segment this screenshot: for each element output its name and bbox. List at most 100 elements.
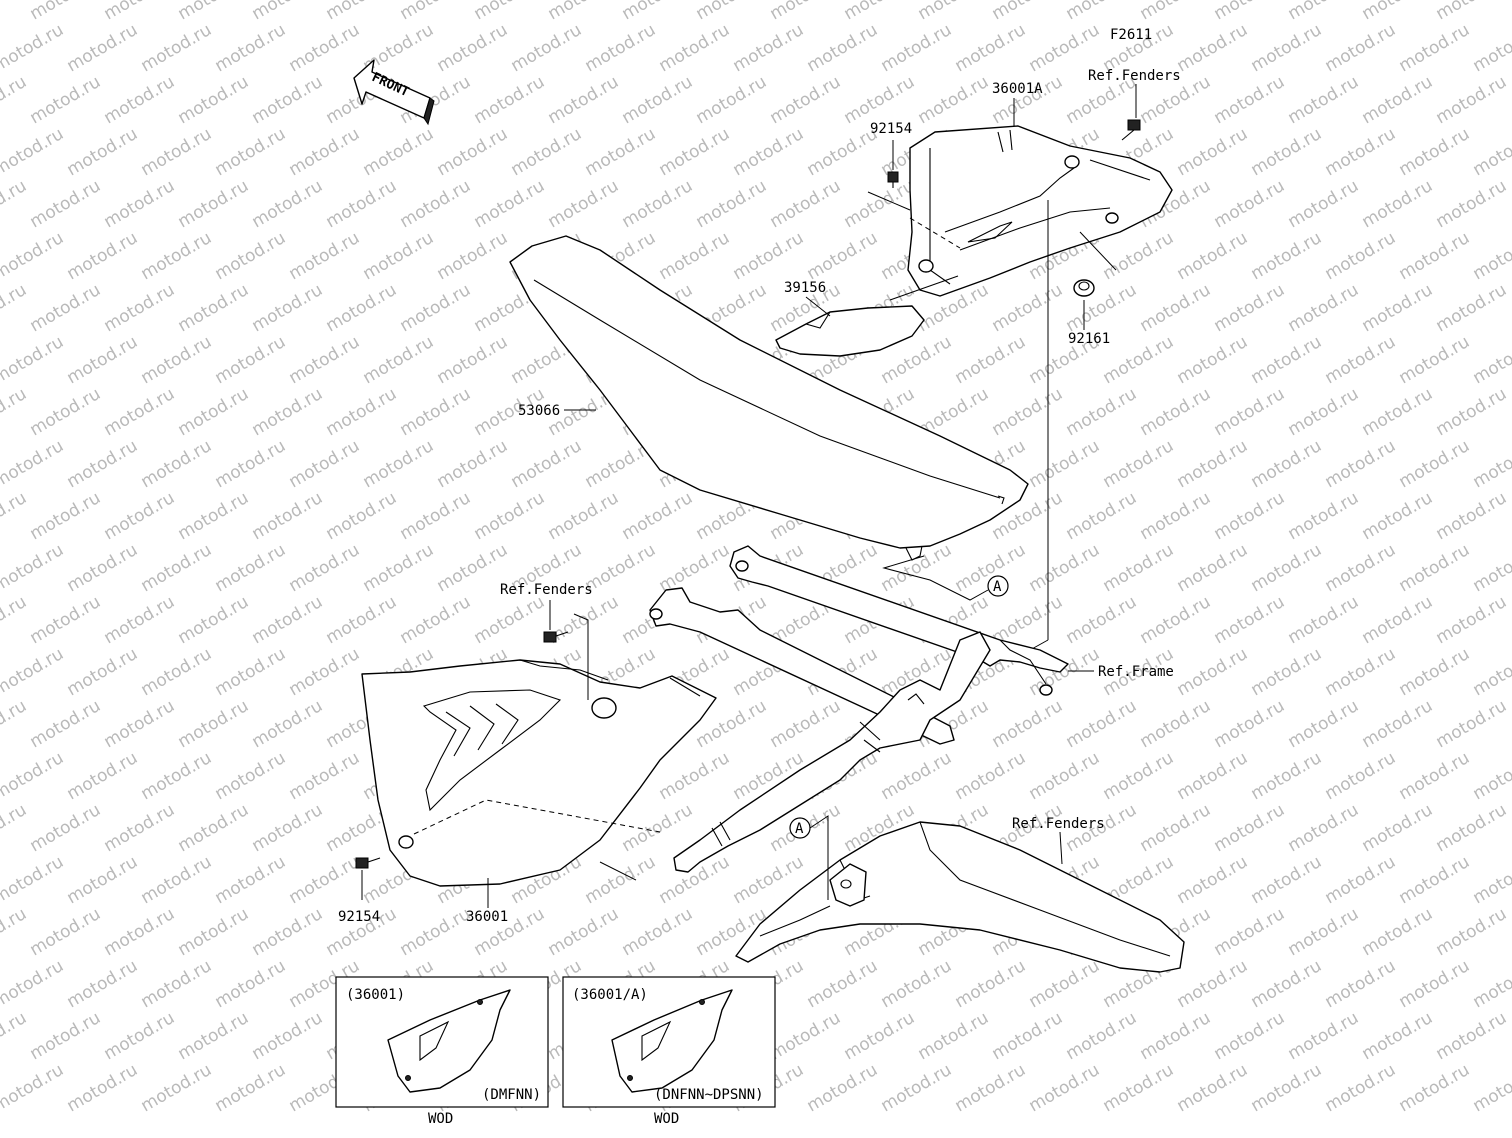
- variant-2-color: WOD: [654, 1111, 679, 1127]
- label-ref-fenders-top: Ref.Fenders: [1088, 68, 1181, 84]
- watermark-text: motod.ru: [1063, 592, 1141, 648]
- watermark-text: motod.ru: [619, 176, 697, 232]
- watermark-text: motod.ru: [138, 332, 216, 388]
- watermark-text: motod.ru: [989, 0, 1067, 24]
- watermark-text: motod.ru: [101, 904, 179, 960]
- watermark-text: motod.ru: [27, 1008, 105, 1064]
- watermark-text: motod.ru: [1322, 1060, 1400, 1116]
- watermark-text: motod.ru: [841, 72, 919, 128]
- watermark-text: motod.ru: [286, 540, 364, 596]
- watermark-text: motod.ru: [360, 228, 438, 284]
- watermark-text: motod.ru: [1248, 748, 1326, 804]
- watermark-text: motod.ru: [64, 852, 142, 908]
- watermark-text: motod.ru: [1211, 1008, 1289, 1064]
- watermark-text: motod.ru: [471, 176, 549, 232]
- watermark-text: motod.ru: [1470, 124, 1512, 180]
- watermark-text: motod.ru: [1433, 488, 1511, 544]
- watermark-text: motod.ru: [101, 72, 179, 128]
- watermark-text: motod.ru: [841, 176, 919, 232]
- watermark-text: motod.ru: [249, 696, 327, 752]
- watermark-text: motod.ru: [1359, 176, 1437, 232]
- watermark-text: motod.ru: [1322, 540, 1400, 596]
- watermark-text: motod.ru: [952, 748, 1030, 804]
- watermark-text: motod.ru: [27, 384, 105, 440]
- watermark-text: motod.ru: [1470, 644, 1512, 700]
- watermark-text: motod.ru: [1396, 20, 1474, 76]
- watermark-text: motod.ru: [767, 696, 845, 752]
- label-ref-fenders-rear: Ref.Fenders: [1012, 816, 1105, 832]
- watermark-text: motod.ru: [1396, 852, 1474, 908]
- watermark-text: motod.ru: [1211, 696, 1289, 752]
- side-cover-left-part[interactable]: [362, 660, 716, 886]
- watermark-text: motod.ru: [27, 0, 105, 24]
- watermark-text: motod.ru: [1026, 1060, 1104, 1116]
- watermark-text: motod.ru: [582, 124, 660, 180]
- watermark-text: motod.ru: [1322, 748, 1400, 804]
- watermark-text: motod.ru: [0, 540, 67, 596]
- subframe-part[interactable]: [650, 546, 1068, 872]
- watermark-text: motod.ru: [1470, 332, 1512, 388]
- watermark-text: motod.ru: [27, 488, 105, 544]
- watermark-text: motod.ru: [952, 20, 1030, 76]
- watermark-text: motod.ru: [1433, 696, 1511, 752]
- watermark-text: motod.ru: [1359, 0, 1437, 24]
- watermark-text: motod.ru: [878, 956, 956, 1012]
- watermark-text: motod.ru: [1174, 956, 1252, 1012]
- watermark-text: motod.ru: [1248, 956, 1326, 1012]
- watermark-text: motod.ru: [286, 20, 364, 76]
- watermark-text: motod.ru: [0, 124, 67, 180]
- watermark-text: motod.ru: [286, 332, 364, 388]
- watermark-text: motod.ru: [212, 644, 290, 700]
- watermark-text: motod.ru: [1285, 0, 1363, 24]
- watermark-text: motod.ru: [1359, 800, 1437, 856]
- label-damper-top: 92161: [1068, 331, 1110, 347]
- watermark-text: motod.ru: [1359, 696, 1437, 752]
- watermark-text: motod.ru: [1359, 488, 1437, 544]
- watermark-text: motod.ru: [989, 280, 1067, 336]
- watermark-text: motod.ru: [397, 176, 475, 232]
- watermark-text: motod.ru: [27, 800, 105, 856]
- watermark-text: motod.ru: [249, 800, 327, 856]
- watermark-text: motod.ru: [249, 488, 327, 544]
- watermark-text: motod.ru: [1137, 592, 1215, 648]
- watermark-text: motod.ru: [27, 176, 105, 232]
- watermark-text: motod.ru: [434, 332, 512, 388]
- ref-fenders-rear-leader: [1060, 832, 1062, 864]
- watermark-text: motod.ru: [212, 956, 290, 1012]
- watermark-text: motod.ru: [1470, 20, 1512, 76]
- watermark-text: motod.ru: [138, 436, 216, 492]
- watermark-text: motod.ru: [1285, 592, 1363, 648]
- watermark-text: motod.ru: [212, 436, 290, 492]
- watermark-text: motod.ru: [212, 124, 290, 180]
- watermark-text: motod.ru: [212, 1060, 290, 1116]
- watermark-text: motod.ru: [1026, 436, 1104, 492]
- watermark-text: motod.ru: [175, 1008, 253, 1064]
- watermark-text: motod.ru: [1063, 488, 1141, 544]
- watermark-text: motod.ru: [1285, 696, 1363, 752]
- watermark-text: motod.ru: [397, 592, 475, 648]
- watermark-text: motod.ru: [1396, 540, 1474, 596]
- watermark-text: motod.ru: [1174, 228, 1252, 284]
- watermark-text: motod.ru: [101, 696, 179, 752]
- watermark-text: motod.ru: [434, 20, 512, 76]
- watermark-text: motod.ru: [138, 228, 216, 284]
- watermark-text: motod.ru: [693, 0, 771, 24]
- watermark-text: motod.ru: [1174, 1060, 1252, 1116]
- watermark-text: motod.ru: [1359, 72, 1437, 128]
- watermark-text: motod.ru: [989, 696, 1067, 752]
- watermark-text: motod.ru: [101, 1008, 179, 1064]
- watermark-text: motod.ru: [138, 124, 216, 180]
- watermark-text: motod.ru: [1433, 1008, 1511, 1064]
- watermark-text: motod.ru: [1174, 436, 1252, 492]
- watermark-text: motod.ru: [656, 124, 734, 180]
- watermark-text: motod.ru: [397, 904, 475, 960]
- watermark-text: motod.ru: [1211, 800, 1289, 856]
- watermark-text: motod.ru: [1396, 332, 1474, 388]
- watermark-text: motod.ru: [434, 124, 512, 180]
- label-pad-top: 39156: [784, 280, 826, 296]
- watermark-text: motod.ru: [1100, 332, 1178, 388]
- watermark-text: motod.ru: [360, 124, 438, 180]
- watermark-text: motod.ru: [249, 1008, 327, 1064]
- variant-1-color: WOD: [428, 1111, 453, 1127]
- watermark-text: motod.ru: [767, 0, 845, 24]
